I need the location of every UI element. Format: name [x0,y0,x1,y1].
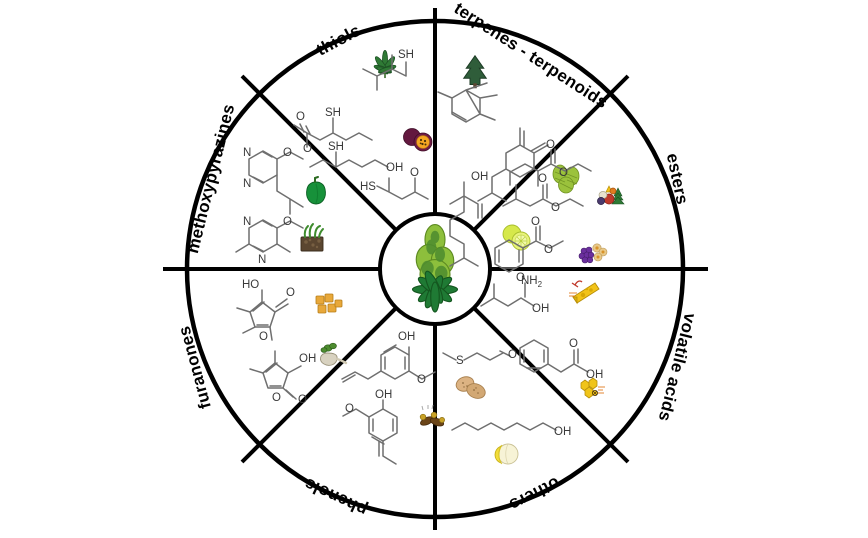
sector-content-others: S O OH [442,349,571,465]
atom-label-o-methoxy: O [345,403,354,415]
sector-content-furanones: HO O O OH O O [236,279,348,406]
atom-label-oh: OH [471,171,488,183]
atom-label-o-methoxy: O [283,147,292,159]
sector-content-esters: O O O O O O NH2 [494,139,625,289]
atom-label-n-top: N [243,147,251,159]
atom-label-o-carbonyl: O [296,111,305,123]
atom-label-o-ketone: O [410,167,419,179]
compound-methoxy-dimethylpyrazine: N N O [235,216,324,266]
sector-content-phenols: OH O OH O [341,331,446,465]
compound-4-vinylguaiacol: OH O [342,389,446,465]
compound-3-mercaptohexyl-acetate: O O SH [293,107,373,155]
atom-label-oh: OH [398,331,415,343]
compound-alpha-pinene [437,55,498,123]
atom-label-o-ring: O [272,392,281,404]
compound-ethyl-2-methylbutanoate: O O [511,139,625,205]
atom-label-o-aldehyde: O [508,349,517,361]
compound-methyl-anthranilate: O O NH2 [494,216,608,289]
atom-label-o-carbonyl: O [569,338,578,350]
atom-label-o-ester: O [559,167,568,179]
atom-label-o-carbonyl: O [546,139,555,151]
compound-isobutyl-methoxypyrazine: N N O [243,147,304,215]
atom-label-o-carbonyl: O [298,394,307,406]
atom-label-oh: OH [532,303,549,315]
compound-phenylacetic-acid: O OH [519,338,606,399]
atom-label-o-ester: O [551,202,560,214]
atom-label-ho: HO [242,279,259,291]
compound-4-mercapto-4-methyl-2-pentanone: HS O [360,167,429,200]
atom-label-n-top: N [243,216,251,228]
compound-methional: S O [442,349,517,402]
atom-label-o-methoxy: O [417,374,426,386]
atom-label-o-carbonyl: O [531,216,540,228]
compound-isovaleric-acid: O OH [480,272,600,315]
atom-label-oh: OH [586,369,603,381]
compound-furaneol: HO O O [236,279,343,343]
atom-label-oh: OH [554,426,571,438]
sector-content-methoxypyrazines: N N O N N O [235,147,327,266]
sector-content-terpenes: OH [437,55,580,267]
atom-label-hs: HS [360,181,376,193]
atom-label-sh: SH [398,49,414,61]
compound-sotolon: OH O O [249,342,348,406]
atom-label-o-ester: O [544,244,553,256]
compound-prenyl-thiol: SH [362,49,414,91]
compound-linalool: OH [449,171,531,267]
atom-label-o-methoxy: O [283,216,292,228]
atom-label-n-bottom: N [258,254,266,266]
compound-1-octanol: OH [451,422,571,465]
wheel-frame [163,8,708,530]
compound-eugenol: OH O [341,331,436,386]
atom-label-o-ester: O [303,143,312,155]
atom-label-n-bottom: N [243,178,251,190]
atom-label-s: S [456,355,464,367]
sector-content-volatile-acids: O OH O OH [480,272,606,399]
atom-label-o-ring: O [259,331,268,343]
atom-label-o-carbonyl: O [516,272,525,284]
atom-label-oh: OH [386,162,403,174]
atom-label-oh: OH [375,389,392,401]
compound-myrcene [477,127,580,202]
compound-ethyl-isovalerate: O O [502,173,584,214]
sector-content-thiols: SH O O SH SH OH HS O [293,49,433,200]
atom-label-sh: SH [328,141,344,153]
atom-label-o-carbonyl: O [286,287,295,299]
atom-label-oh: OH [299,353,316,365]
atom-label-o-carbonyl: O [538,173,547,185]
compound-3-mercaptohexanol: SH OH [309,128,433,174]
atom-label-sh: SH [325,107,341,119]
